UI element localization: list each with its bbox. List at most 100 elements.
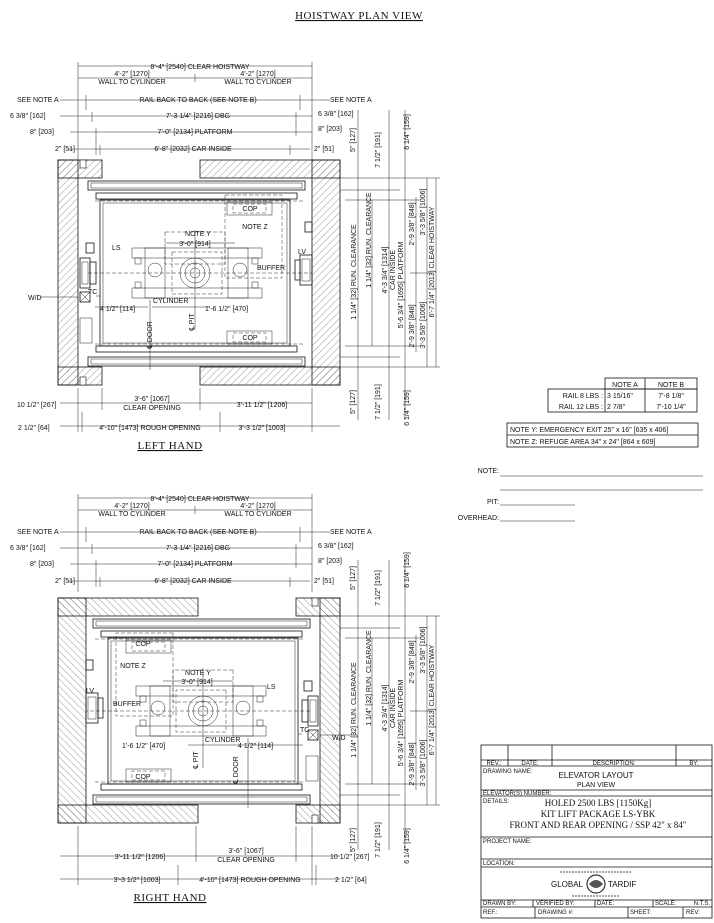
side-51-dim: 2" [51] xyxy=(314,146,334,153)
right-hand-bottom-dimension-lines xyxy=(60,826,340,885)
v-127: 5" [127] xyxy=(350,828,357,852)
wall-to-cylinder-label: WALL TO CYLINDER xyxy=(224,79,291,86)
side-162-dim: 6 3/8" [162] xyxy=(318,111,354,118)
clear-opening-value: 3'-6" [1067] xyxy=(134,396,169,403)
v-159: 6 1/4" [159] xyxy=(404,552,411,588)
left-hand-plan xyxy=(39,61,440,432)
rail-8-lbs-label: RAIL 8 LBS : xyxy=(563,393,603,400)
v-848: 2'-9 3/8" [848] xyxy=(409,742,416,785)
v-191: 7 1/2" [191] xyxy=(375,822,382,858)
v-191: 7 1/2" [191] xyxy=(375,384,382,420)
v-car-inside-value: 4'-3 3/4" [1314] xyxy=(382,684,389,731)
v-191: 7 1/2" [191] xyxy=(375,570,382,606)
side-1003: 3'-3 1/2" [1003] xyxy=(113,877,160,884)
rail-12-lbs-label: RAIL 12 LBS : xyxy=(559,404,603,411)
see-note-a-label: SEE NOTE A xyxy=(330,97,372,104)
note-b-header: NOTE B xyxy=(658,382,684,389)
left-hand-vertical-dimension-lines xyxy=(340,110,440,420)
v-clear-hoistway: 6'-7 1/4" [2013] CLEAR HOISTWAY xyxy=(429,644,436,755)
v-platform: 5'-6 3/4" [1695] PLATFORM xyxy=(398,680,405,767)
side-203-dim: 8" [203] xyxy=(318,558,342,565)
v-848: 2'-9 3/8" [848] xyxy=(409,304,416,347)
ls-label: LS xyxy=(112,245,121,252)
rail-back-to-back-dim: RAIL BACK TO BACK (SEE NOTE B) xyxy=(139,529,256,536)
page-title: HOISTWAY PLAN VIEW xyxy=(295,10,423,22)
platform-width-dim: 7'-0" [2134] PLATFORM xyxy=(158,561,233,568)
v-127: 5" [127] xyxy=(350,390,357,414)
overhead-field-label: OVERHEAD: xyxy=(458,515,499,522)
left-hand-title: LEFT HAND xyxy=(137,440,202,452)
logo-tardif-text: TARDIF xyxy=(608,880,636,889)
rail-12-note-b: 7'-10 1/4" xyxy=(656,404,686,411)
v-159: 6 1/4" [159] xyxy=(404,390,411,426)
door-centerline-label: ℄ DOOR xyxy=(147,321,154,349)
location-label: LOCATION: xyxy=(483,861,515,867)
side-203-dim: 8" [203] xyxy=(318,126,342,133)
cylinder-label: CYLINDER xyxy=(153,298,188,305)
buffer-label: BUFFER xyxy=(113,701,141,708)
v-127: 5" [127] xyxy=(350,128,357,152)
car-inside-width-dim: 6'-8" [2032] CAR INSIDE xyxy=(154,146,232,153)
notes-box xyxy=(506,422,699,448)
v-848: 2'-9 3/8" [848] xyxy=(409,202,416,245)
cop-label: COP xyxy=(242,206,258,213)
rail-notes-table xyxy=(547,377,698,413)
lv-label: LV xyxy=(86,688,94,695)
date-label: DATE: xyxy=(521,761,539,767)
v-1006: 3'-3 5/8" [1006] xyxy=(420,626,427,673)
platform-width-dim: 7'-0" [2134] PLATFORM xyxy=(158,129,233,136)
verified-by-label: VERIFIED BY: xyxy=(536,901,575,907)
rail-8-note-a: 3 15/16" xyxy=(607,393,633,400)
a-114: 4 1/2" [114] xyxy=(238,743,273,750)
clear-opening-label: CLEAR OPENING xyxy=(123,405,181,412)
see-note-a-label: SEE NOTE A xyxy=(17,529,59,536)
wall-to-cylinder-label: WALL TO CYLINDER xyxy=(98,511,165,518)
global-tardif-logo xyxy=(560,871,632,897)
cop-label: COP xyxy=(135,774,151,781)
see-note-a-label: SEE NOTE A xyxy=(330,529,372,536)
details-line-3: FRONT AND REAR OPENING / SSP 42" x 84" xyxy=(510,820,687,830)
note-field-label: NOTE: xyxy=(478,468,499,475)
wall-to-cylinder-label: WALL TO CYLINDER xyxy=(98,79,165,86)
car-inside-width-dim: 6'-8" [2032] CAR INSIDE xyxy=(154,578,232,585)
right-hand-title: RIGHT HAND xyxy=(134,892,207,904)
wall-to-cylinder-dim: 4'-2" [1270] xyxy=(240,71,275,78)
cylinder-label: CYLINDER xyxy=(205,737,240,744)
wd-label: W/D xyxy=(28,295,42,302)
buffer-label: BUFFER xyxy=(257,265,285,272)
side-1206: 3'-11 1/2" [1206] xyxy=(237,402,287,409)
a-914: 3'-0" [914] xyxy=(179,241,211,248)
v-1006: 3'-3 5/8" [1006] xyxy=(420,301,427,348)
dbg-dim: 7'-3 1/4" [2216] DBG xyxy=(166,545,230,552)
clear-opening-value: 3'-6" [1067] xyxy=(228,848,263,855)
v-car-inside-label: CAR INSIDE xyxy=(390,688,397,728)
rev-label: REV: xyxy=(686,910,700,916)
rough-opening: 4'-10" [1473] ROUGH OPENING xyxy=(199,877,300,884)
rail-8-note-b: 7'-8 1/8" xyxy=(658,393,684,400)
side-1003: 3'-3 1/2" [1003] xyxy=(238,425,285,432)
v-159: 6 1/4" [159] xyxy=(404,828,411,864)
v-clear-hoistway: 6'-7 1/4" [2013] CLEAR HOISTWAY xyxy=(429,206,436,317)
right-hand-vertical-dimension-lines xyxy=(340,560,440,850)
a-470: 1'-6 1/2" [470] xyxy=(205,306,248,313)
clear-hoistway-width-dim: 8'-4" [2540] CLEAR HOISTWAY xyxy=(150,496,249,503)
scale-value: N.T.S. xyxy=(694,901,711,907)
ls-label: LS xyxy=(267,684,276,691)
drawing-name-line-2: PLAN VIEW xyxy=(577,782,616,789)
details-label: DETAILS: xyxy=(483,799,510,805)
field-lines xyxy=(500,475,703,522)
drawing-name-label: DRAWING NAME: xyxy=(483,769,533,775)
side-203-dim: 8" [203] xyxy=(30,129,54,136)
side-64: 2 1/2" [64] xyxy=(18,425,50,432)
pit-centerline-label: ℄ PIT xyxy=(189,313,196,332)
by-label: BY: xyxy=(689,761,699,767)
dbg-dim: 7'-3 1/4" [2216] DBG xyxy=(166,113,230,120)
tc-label: TC xyxy=(88,289,97,296)
v-1006: 3'-3 5/8" [1006] xyxy=(420,739,427,786)
rough-opening: 4'-10" [1473] ROUGH OPENING xyxy=(99,425,200,432)
note-z-label: NOTE Z xyxy=(242,224,268,231)
side-162-dim: 6 3/8" [162] xyxy=(318,543,354,550)
note-y-label: NOTE Y xyxy=(185,231,211,238)
elevator-number-label: ELEVATOR(S) NUMBER: xyxy=(483,791,552,797)
